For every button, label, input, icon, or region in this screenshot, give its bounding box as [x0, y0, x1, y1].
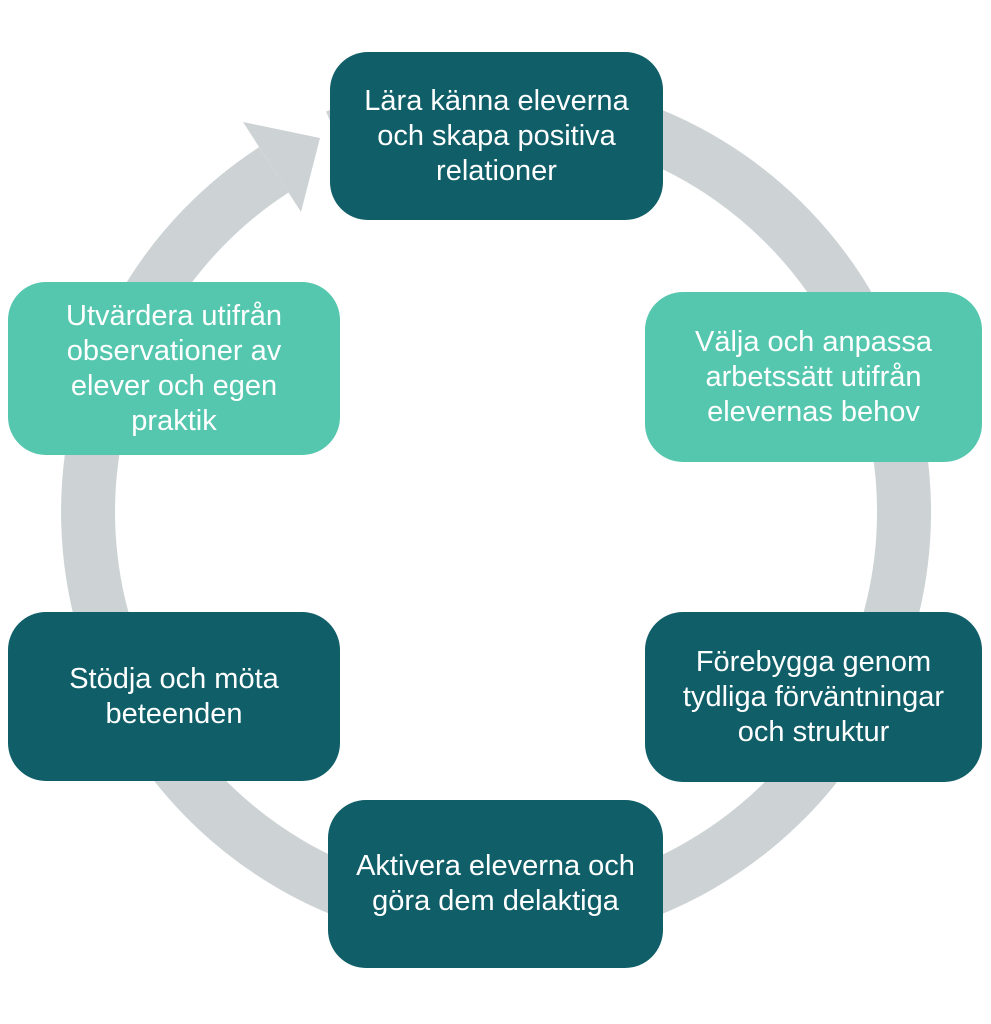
step-box-valja-anpassa: Välja och anpassa arbetssätt utifrån ele…: [645, 292, 982, 462]
step-label: Välja och anpassa arbetssätt utifrån ele…: [695, 325, 932, 428]
step-label: Utvärdera utifrån observationer av eleve…: [66, 299, 282, 437]
step-label: Stödja och möta beteenden: [69, 662, 279, 730]
step-label: Förebygga genom tydliga förväntningar oc…: [682, 645, 945, 748]
step-box-utvardera: Utvärdera utifrån observationer av eleve…: [8, 282, 340, 455]
step-label: Aktivera eleverna och göra dem delaktiga: [356, 850, 635, 917]
step-box-aktivera: Aktivera eleverna och göra dem delaktiga: [328, 800, 663, 968]
step-box-forebygga: Förebygga genom tydliga förväntningar oc…: [645, 612, 982, 782]
cycle-ring: [61, 76, 932, 947]
step-box-lara-kanna: Lära känna eleverna och skapa positiva r…: [330, 52, 663, 220]
arrowhead-icon: [243, 122, 320, 212]
step-label: Lära känna eleverna och skapa positiva r…: [364, 84, 629, 187]
step-box-stodja: Stödja och möta beteenden: [8, 612, 340, 781]
